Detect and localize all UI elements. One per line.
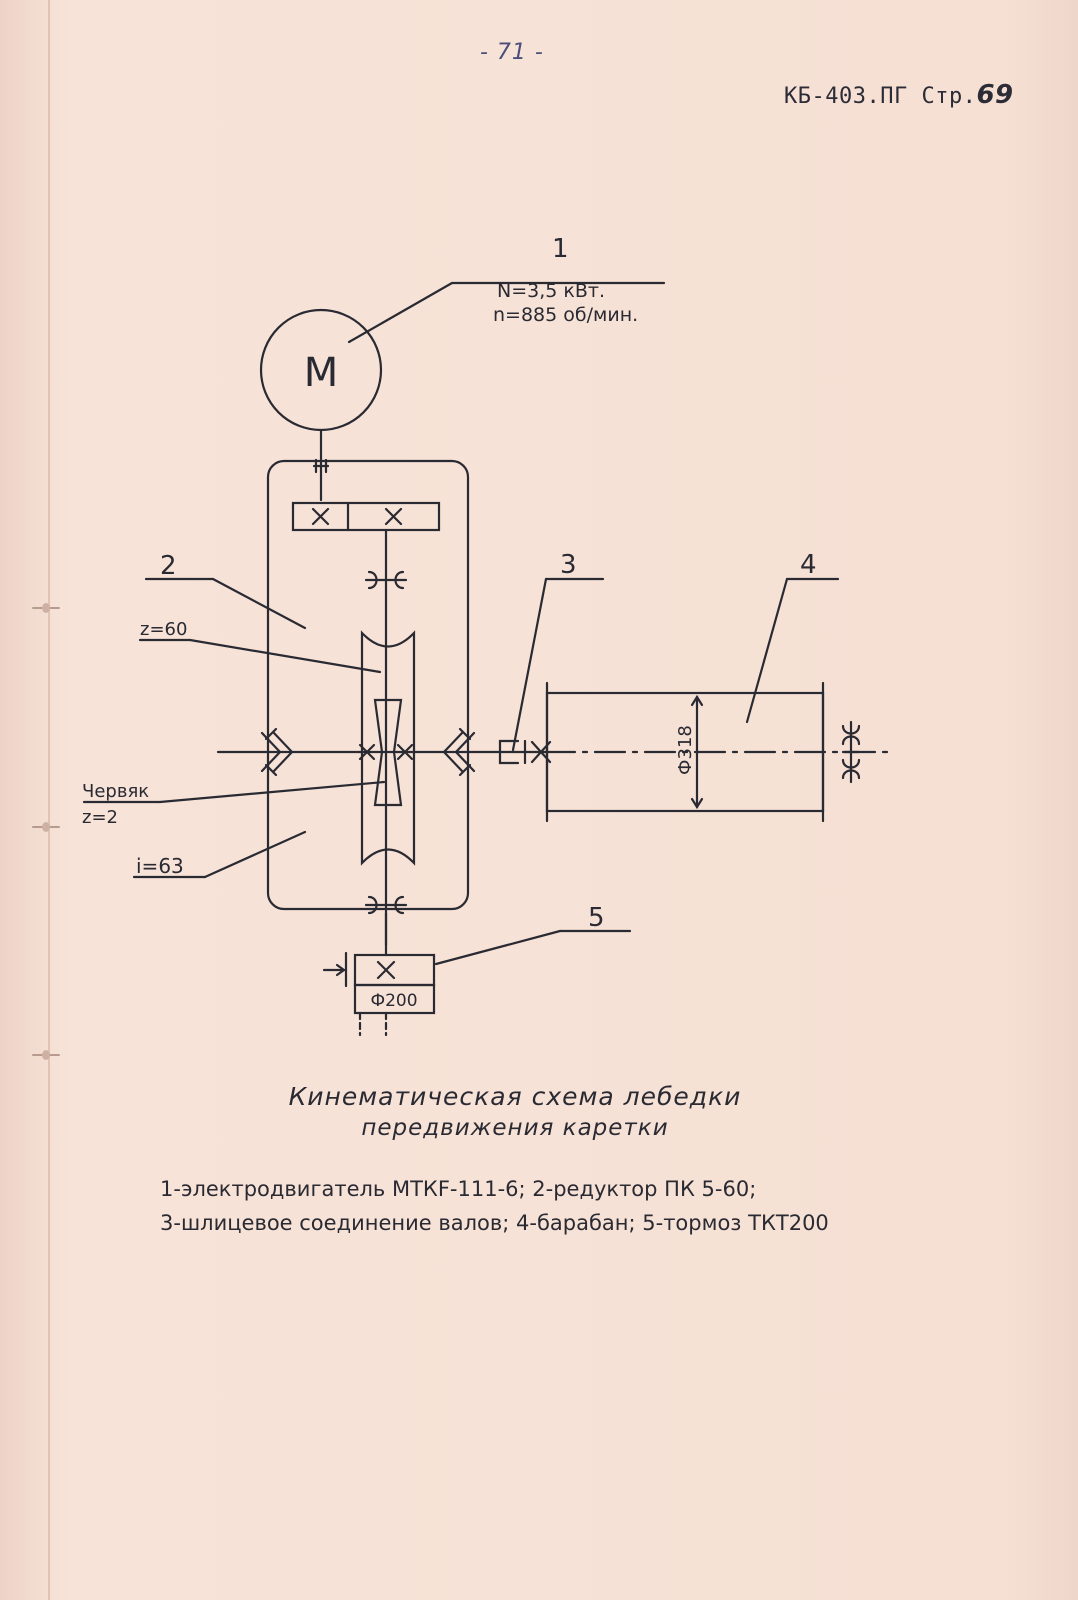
legend: 1-электродвигатель МТКF-111-6; 2-редукто… bbox=[160, 1172, 940, 1240]
motor-symbol: M bbox=[304, 350, 339, 396]
worm-wheel bbox=[360, 630, 416, 866]
document-reference: КБ-403.ПГ Стр.69 bbox=[784, 80, 1014, 110]
left-angular-bearing bbox=[260, 727, 294, 777]
worm-label: Червяк bbox=[82, 781, 149, 802]
top-bearing-block bbox=[291, 501, 441, 532]
callout-5: 5 bbox=[588, 903, 605, 933]
doc-reference-code: КБ-403.ПГ Стр. bbox=[784, 84, 977, 109]
brake-drum-box bbox=[353, 983, 436, 1015]
callout-1: 1 bbox=[552, 234, 569, 264]
ratio-label: i=63 bbox=[136, 854, 184, 878]
callout-4: 4 bbox=[800, 550, 817, 580]
spline-coupling bbox=[498, 739, 520, 765]
doc-page-number: 69 bbox=[976, 80, 1014, 110]
diagram-title: Кинематическая схема лебедки bbox=[288, 1082, 742, 1111]
binding-edge bbox=[48, 0, 50, 1600]
brake-block bbox=[353, 953, 436, 987]
motor-power: N=3,5 кВт. bbox=[497, 280, 605, 302]
page-number: - 71 - bbox=[480, 40, 544, 65]
stitch-mark bbox=[32, 1050, 60, 1060]
callout-2: 2 bbox=[160, 551, 177, 581]
gearbox-housing bbox=[266, 459, 470, 911]
wheel-teeth-label: z=60 bbox=[140, 619, 187, 640]
motor-speed: n=885 об/мин. bbox=[493, 304, 638, 326]
legend-line: 1-электродвигатель МТКF-111-6; 2-редукто… bbox=[160, 1177, 757, 1201]
diagram-subtitle: передвижения каретки bbox=[361, 1115, 669, 1141]
legend-line: 3-шлицевое соединение валов; 4-барабан; … bbox=[160, 1211, 829, 1235]
right-angular-bearing bbox=[442, 727, 476, 777]
callout-3: 3 bbox=[560, 550, 577, 580]
brake-diameter-label: Ф200 bbox=[370, 991, 417, 1011]
drum-diameter-label: Ф318 bbox=[675, 725, 696, 775]
stitch-mark bbox=[32, 603, 60, 613]
worm-teeth-label: z=2 bbox=[82, 807, 118, 828]
stitch-mark bbox=[32, 822, 60, 832]
